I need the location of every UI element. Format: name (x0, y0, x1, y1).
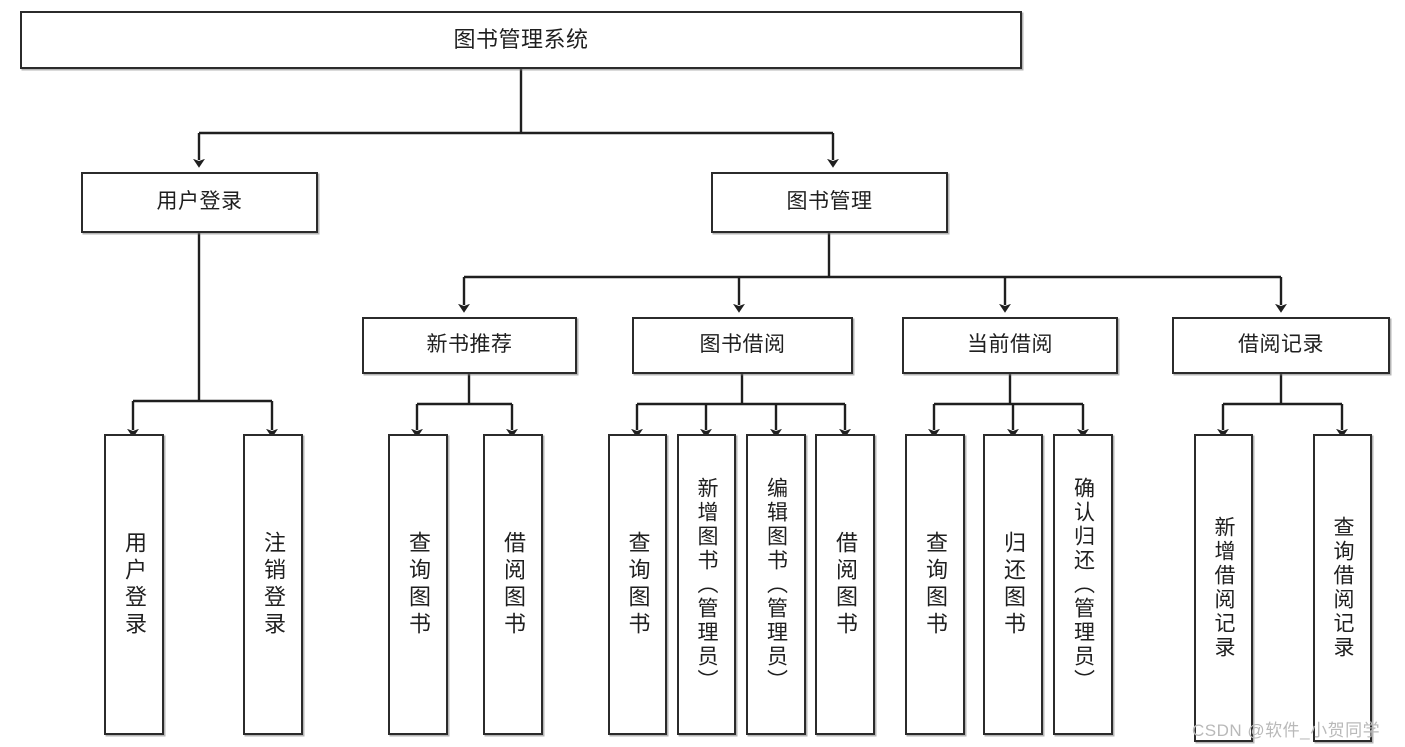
node-label: 用户登录 (122, 530, 147, 639)
node-label: 新书推荐 (426, 333, 513, 357)
node-label: 确认归还（管理员） (1071, 476, 1095, 693)
node-book-borrow[interactable]: 图书借阅 (632, 317, 853, 374)
node-book-management[interactable]: 图书管理 (711, 172, 948, 233)
node-label: 查询借阅记录 (1331, 516, 1354, 660)
leaf-confirm-return-admin[interactable]: 确认归还（管理员） (1053, 434, 1113, 735)
leaf-borrow-book[interactable]: 借阅图书 (815, 434, 875, 735)
node-label: 查询图书 (923, 530, 948, 639)
leaf-query-borrow-record[interactable]: 查询借阅记录 (1313, 434, 1372, 742)
leaf-query-book-current[interactable]: 查询图书 (905, 434, 965, 735)
leaf-edit-book-admin[interactable]: 编辑图书（管理员） (746, 434, 806, 735)
leaf-query-book-borrow[interactable]: 查询图书 (608, 434, 667, 735)
leaf-add-book-admin[interactable]: 新增图书（管理员） (677, 434, 736, 735)
node-new-book-recommend[interactable]: 新书推荐 (362, 317, 577, 374)
csdn-watermark: CSDN @软件_小贺同学 (1192, 721, 1381, 740)
node-root-book-management-system[interactable]: 图书管理系统 (20, 11, 1022, 69)
node-label: 图书管理 (786, 190, 873, 214)
node-borrow-record[interactable]: 借阅记录 (1172, 317, 1390, 374)
node-label: 注销登录 (261, 530, 286, 639)
node-label: 图书借阅 (699, 333, 786, 357)
node-label: 借阅图书 (501, 530, 526, 639)
node-label: 查询图书 (625, 530, 651, 639)
leaf-user-login[interactable]: 用户登录 (104, 434, 164, 735)
leaf-borrow-book-recommend[interactable]: 借阅图书 (483, 434, 543, 735)
leaf-query-book-recommend[interactable]: 查询图书 (388, 434, 448, 735)
node-label: 当前借阅 (967, 333, 1053, 357)
node-label: 编辑图书（管理员） (764, 476, 788, 693)
leaf-return-book[interactable]: 归还图书 (983, 434, 1043, 735)
node-label: 图书管理系统 (453, 27, 589, 53)
node-label: 新增借阅记录 (1212, 516, 1235, 660)
node-label: 借阅记录 (1238, 333, 1324, 357)
node-current-borrow[interactable]: 当前借阅 (902, 317, 1118, 374)
node-label: 新增图书（管理员） (695, 476, 718, 693)
node-label: 查询图书 (406, 530, 431, 639)
node-label: 归还图书 (1001, 530, 1026, 639)
node-user-login[interactable]: 用户登录 (81, 172, 318, 233)
node-label: 借阅图书 (833, 530, 858, 639)
leaf-logout[interactable]: 注销登录 (243, 434, 303, 735)
leaf-add-borrow-record[interactable]: 新增借阅记录 (1194, 434, 1253, 742)
node-label: 用户登录 (156, 190, 243, 214)
